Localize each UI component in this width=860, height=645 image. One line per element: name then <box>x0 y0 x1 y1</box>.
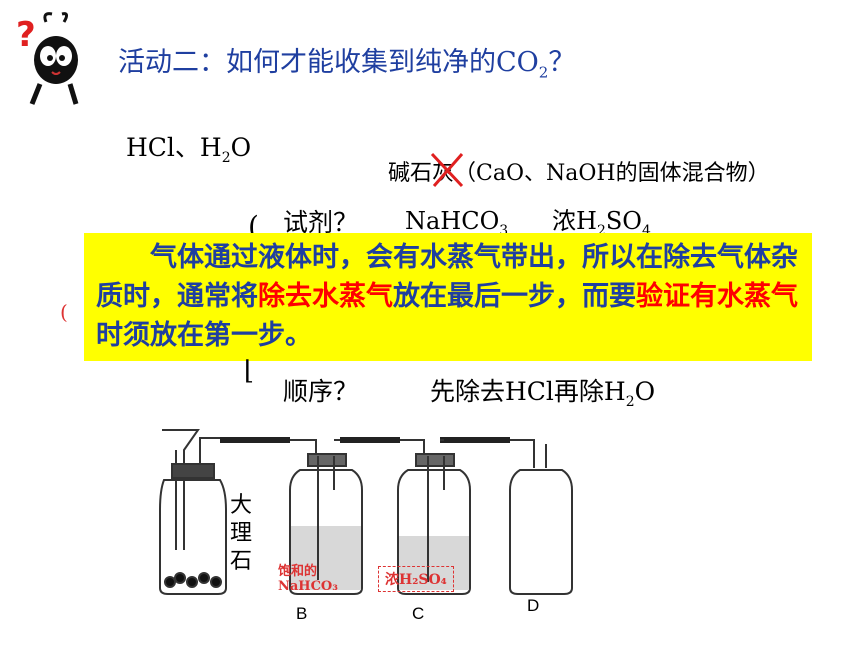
brace-bottom: ⌊ <box>244 356 255 386</box>
reagent-nahco3: NaHCO3 <box>405 207 509 239</box>
bottle-b <box>289 439 363 595</box>
bottle-c-label: 浓H₂SO₄ <box>378 566 454 592</box>
letter-d: D <box>527 596 540 615</box>
marble-label: 大理石 <box>230 493 253 574</box>
letter-c: C <box>412 604 425 623</box>
note-box: 气体通过液体时，会有水蒸气带出，所以在除去气体杂质时，通常将除去水蒸气放在最后一… <box>84 233 812 361</box>
reagent-label: 试剂？ <box>283 208 359 237</box>
page-title: 活动二：如何才能收集到纯净的CO2？ <box>118 47 576 82</box>
reagent-h2so4: 浓H2SO4 <box>552 207 651 239</box>
brace-top: ( <box>248 210 259 243</box>
hidden-fragment: ( <box>60 300 68 324</box>
apparatus-diagram <box>159 429 573 595</box>
order-answer: 先除去HCl再除H2O <box>430 377 656 410</box>
bottle-d <box>509 439 573 595</box>
svg-text:?: ? <box>16 15 36 55</box>
letter-b: B <box>296 604 308 623</box>
mascot-icon: ? <box>16 12 79 105</box>
bottle-c <box>397 439 471 595</box>
generator-bottle <box>159 429 227 595</box>
order-label: 顺序？ <box>283 377 359 406</box>
cross-mark-icon <box>430 152 464 188</box>
impurities-text: HCl、H2O <box>126 133 252 166</box>
